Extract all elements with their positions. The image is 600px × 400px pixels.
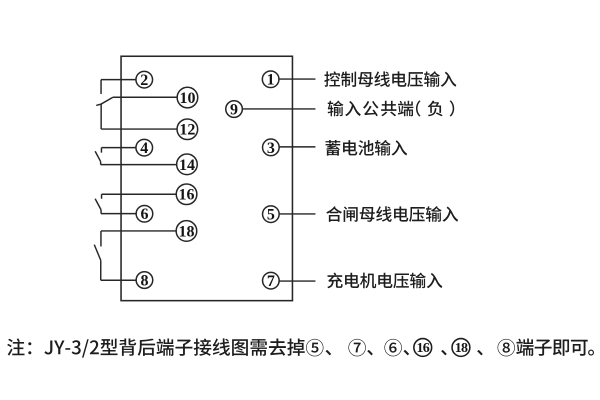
svg-text:16: 16 [179, 187, 195, 204]
svg-text:9: 9 [230, 102, 238, 119]
svg-text:1: 1 [267, 72, 275, 89]
svg-text:14: 14 [179, 157, 195, 174]
svg-text:5: 5 [267, 207, 275, 224]
svg-text:18: 18 [178, 223, 194, 240]
svg-text:8: 8 [140, 273, 148, 290]
svg-text:3: 3 [267, 140, 275, 157]
svg-text:2: 2 [140, 72, 148, 89]
svg-text:10: 10 [179, 90, 195, 107]
svg-text:12: 12 [179, 122, 195, 139]
svg-text:18: 18 [455, 341, 468, 356]
svg-text:4: 4 [140, 140, 148, 157]
svg-text:6: 6 [140, 206, 148, 223]
svg-text:7: 7 [267, 273, 275, 290]
svg-text:16: 16 [417, 341, 430, 356]
